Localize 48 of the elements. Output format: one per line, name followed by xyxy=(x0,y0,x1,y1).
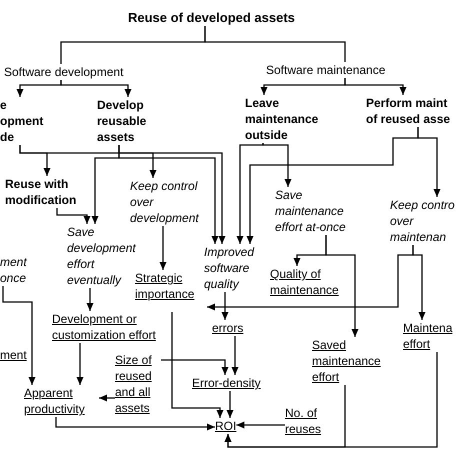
connector-arrow xyxy=(246,127,419,244)
connector-arrow xyxy=(56,208,90,224)
connector-arrow xyxy=(118,145,218,244)
connector-arrow xyxy=(60,80,132,97)
connector-arrow xyxy=(86,288,94,311)
connector-arrow xyxy=(19,145,226,244)
connector-arrow xyxy=(55,417,215,430)
diagram-title: Reuse of developed assets xyxy=(128,10,295,26)
goal-label: e opment de xyxy=(0,97,50,145)
goal-label: Develop reusable assets xyxy=(97,97,159,145)
strategy-label: Save maintenance effort at-once xyxy=(275,187,363,235)
connector-arrow xyxy=(76,343,84,385)
strategy-label: ment once xyxy=(0,254,32,286)
metric-label: Apparent productivity xyxy=(24,385,99,417)
metric-label: Maintena effort xyxy=(403,320,460,352)
connector-arrow xyxy=(262,143,292,187)
connector-arrow xyxy=(222,292,228,320)
metric-label: Error-density xyxy=(192,375,261,391)
connector-line xyxy=(204,26,346,62)
strategy-label: Keep contro over maintenan xyxy=(390,197,460,245)
goal-label: Leave maintenance outside xyxy=(245,95,337,143)
goal-label: Perform maint of reused asse xyxy=(366,95,460,127)
connector-arrow xyxy=(160,226,166,270)
metric-label: No. of reuses xyxy=(285,405,331,437)
metric-label: Quality of maintenance xyxy=(270,266,352,298)
connector-arrow xyxy=(171,312,224,418)
connector-arrow xyxy=(232,336,238,375)
connector-arrow xyxy=(344,78,406,95)
connector-arrow xyxy=(161,359,228,375)
strategy-label: Keep control over development xyxy=(130,178,214,226)
category-label: Software development xyxy=(4,64,124,80)
metric-label: Saved maintenance effort xyxy=(312,337,404,385)
metric-label: errors xyxy=(212,320,244,336)
metric-label: Development or customization effort xyxy=(52,311,156,343)
connector-arrow xyxy=(236,422,285,428)
connector-arrow xyxy=(325,235,358,337)
connector-arrow xyxy=(226,391,234,418)
metric-label: ment xyxy=(0,347,27,363)
connector-arrow xyxy=(207,245,414,310)
connector-arrow xyxy=(224,352,438,448)
connector-arrow xyxy=(99,394,115,402)
metric-label: Size of reused and all assets xyxy=(115,352,161,416)
category-label: Software maintenance xyxy=(266,62,386,78)
strategy-label: Improved software quality xyxy=(204,244,268,292)
connector-arrow xyxy=(2,286,36,385)
metric-label: ROI xyxy=(215,418,236,434)
goal-label: Reuse with modification xyxy=(5,176,93,208)
connector-arrow xyxy=(236,143,264,244)
